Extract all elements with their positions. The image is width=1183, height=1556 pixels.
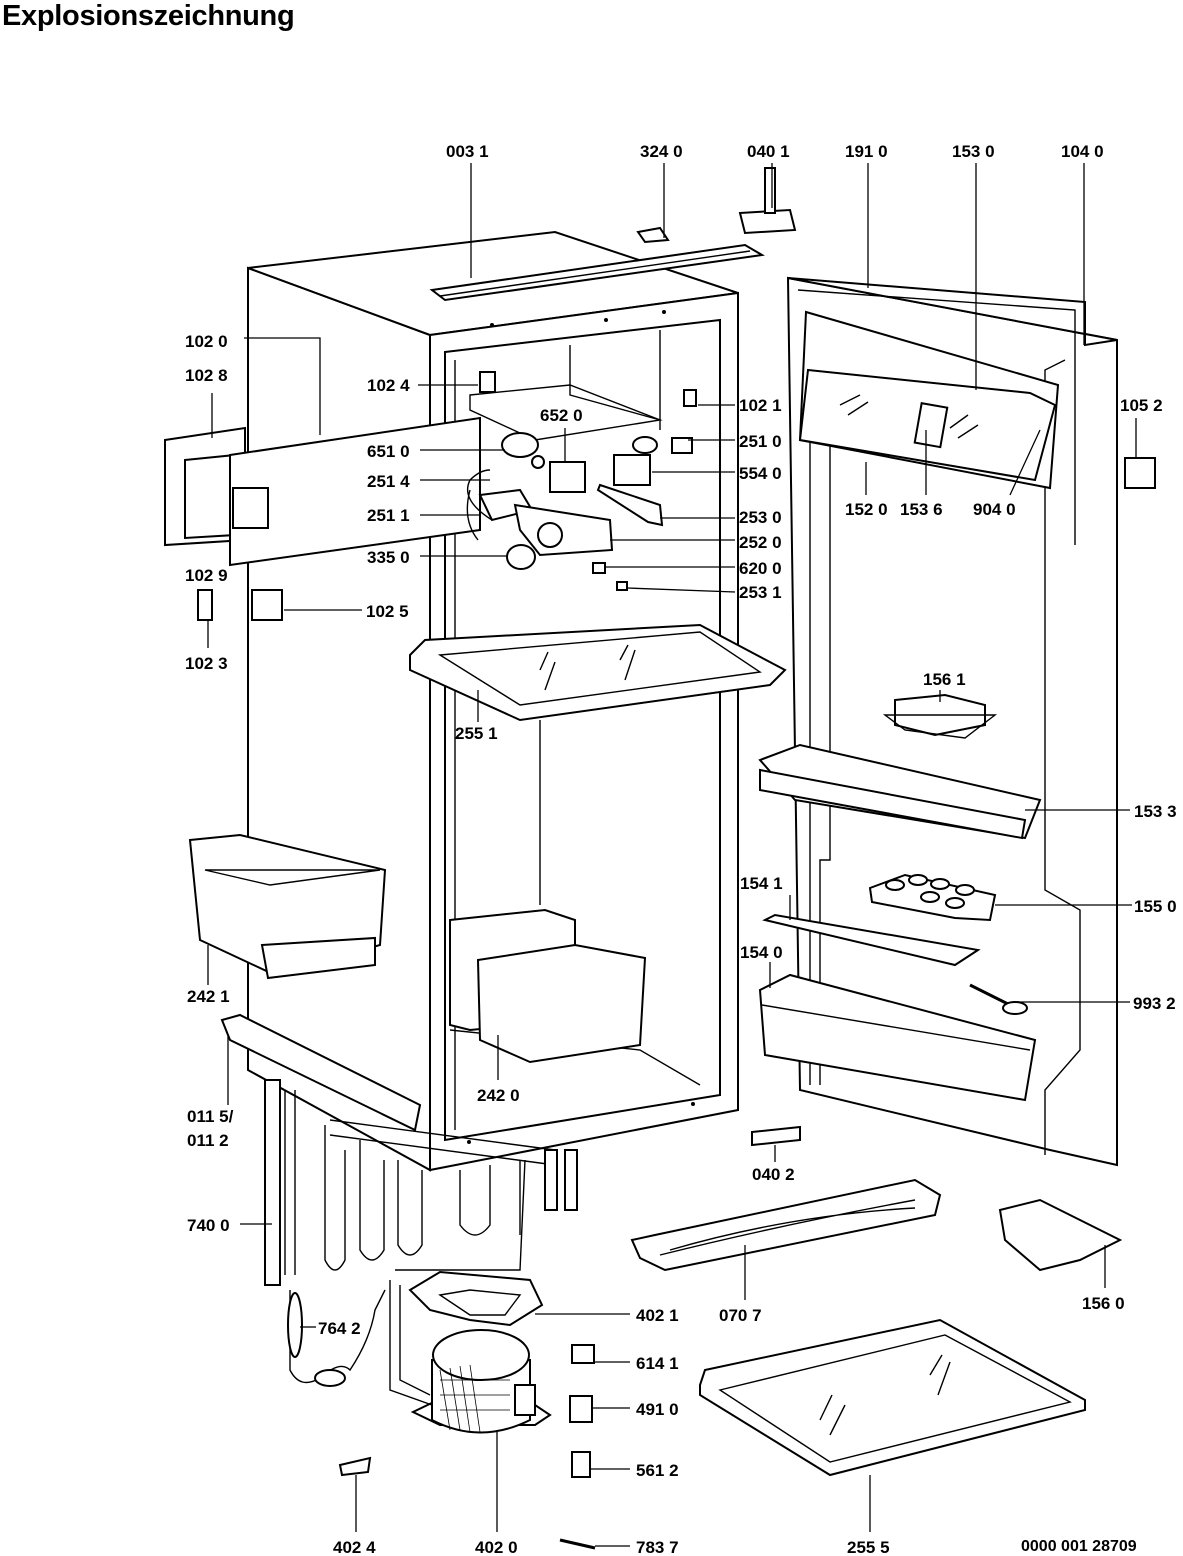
label-740-0: 740 0	[187, 1216, 230, 1235]
label-070-7: 070 7	[719, 1306, 762, 1325]
control-parts-drawing	[466, 371, 697, 591]
label-191-0: 191 0	[845, 142, 888, 161]
label-251-0: 251 0	[739, 432, 782, 451]
label-764-2: 764 2	[318, 1319, 361, 1338]
left-parts-drawing	[164, 416, 647, 1132]
label-105-2: 105 2	[1120, 396, 1163, 415]
label-324-0: 324 0	[640, 142, 683, 161]
label-102-5: 102 5	[366, 602, 409, 621]
label-011-5: 011 5/	[187, 1107, 234, 1126]
label-003-1: 003 1	[446, 142, 489, 161]
label-156-1: 156 1	[923, 670, 966, 689]
label-255-1: 255 1	[455, 724, 498, 743]
label-102-1: 102 1	[739, 396, 782, 415]
label-242-0: 242 0	[477, 1086, 520, 1105]
label-011-2: 011 2	[187, 1131, 229, 1150]
label-153-0: 153 0	[952, 142, 995, 161]
label-402-0: 402 0	[475, 1538, 518, 1556]
label-152-0: 152 0	[845, 500, 888, 519]
label-155-0: 155 0	[1134, 897, 1177, 916]
label-102-0: 102 0	[185, 332, 228, 351]
label-154-1: 154 1	[740, 874, 783, 893]
label-904-0: 904 0	[973, 500, 1016, 519]
label-242-1: 242 1	[187, 987, 230, 1006]
label-102-9: 102 9	[185, 566, 228, 585]
label-153-3: 153 3	[1134, 802, 1177, 821]
glass-shelves-drawing	[409, 167, 1156, 1477]
label-253-1: 253 1	[739, 583, 782, 602]
document-number: 0000 001 28709	[1021, 1538, 1137, 1555]
label-040-1: 040 1	[747, 142, 790, 161]
label-154-0: 154 0	[740, 943, 783, 962]
door-drawing	[758, 276, 1118, 1167]
label-620-0: 620 0	[739, 559, 782, 578]
label-251-1: 251 1	[367, 506, 410, 525]
label-651-0: 651 0	[367, 442, 410, 461]
label-491-0: 491 0	[636, 1400, 679, 1419]
leader-lines	[207, 163, 1137, 1547]
part-labels: 003 1 324 0 040 1 191 0 153 0 104 0 102 …	[185, 142, 1177, 1556]
cooling-system-drawing	[264, 226, 670, 1550]
label-040-2: 040 2	[752, 1165, 795, 1184]
label-251-4: 251 4	[367, 472, 410, 491]
label-993-2: 993 2	[1133, 994, 1176, 1013]
label-156-0: 156 0	[1082, 1294, 1125, 1313]
label-253-0: 253 0	[739, 508, 782, 527]
label-652-0: 652 0	[540, 406, 583, 425]
label-561-2: 561 2	[636, 1461, 679, 1480]
label-102-8: 102 8	[185, 366, 228, 385]
label-402-4: 402 4	[333, 1538, 376, 1556]
label-783-7: 783 7	[636, 1538, 679, 1556]
label-614-1: 614 1	[636, 1354, 679, 1373]
label-255-5: 255 5	[847, 1538, 890, 1556]
page-title: Explosionszeichnung	[2, 0, 295, 32]
label-102-4: 102 4	[367, 376, 410, 395]
label-153-6: 153 6	[900, 500, 943, 519]
label-335-0: 335 0	[367, 548, 410, 567]
label-104-0: 104 0	[1061, 142, 1104, 161]
label-402-1: 402 1	[636, 1306, 679, 1325]
label-102-3: 102 3	[185, 654, 228, 673]
label-252-0: 252 0	[739, 533, 782, 552]
label-554-0: 554 0	[739, 464, 782, 483]
